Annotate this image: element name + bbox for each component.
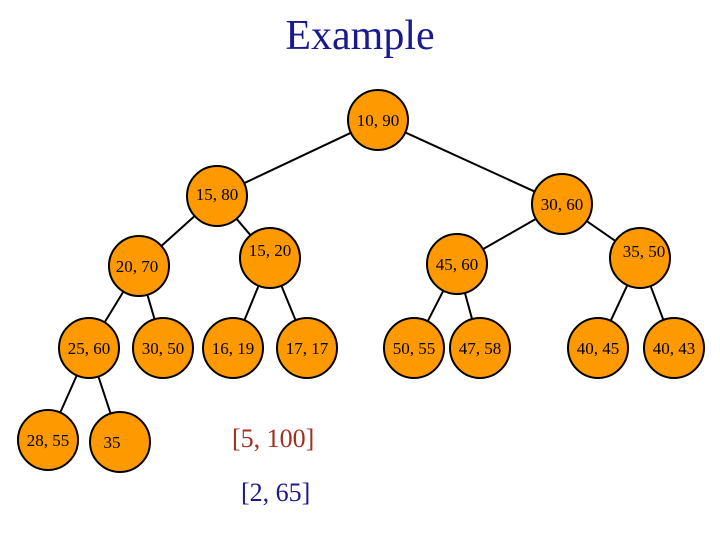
tree-node: 28, 55 — [17, 409, 79, 471]
tree-edge — [59, 374, 78, 414]
tree-edge — [280, 285, 297, 321]
tree-edge — [482, 218, 537, 250]
tree-node-label: 10, 90 — [357, 111, 400, 130]
query-range-1: [5, 100] — [232, 424, 315, 453]
tree-node-label: 28, 55 — [27, 431, 70, 450]
tree-node-label: 47, 58 — [459, 339, 502, 358]
tree-node: 20, 70 — [108, 235, 170, 297]
tree-edge — [235, 218, 252, 236]
tree-edge — [404, 131, 536, 193]
tree-node-circle — [58, 317, 120, 379]
tree-node-label: 20, 70 — [116, 257, 159, 276]
tree-node-label: 40, 43 — [653, 339, 696, 358]
tree-node-circle — [239, 227, 301, 289]
node-layer: 10, 90 15, 80 30, 60 20, 70 15, 20 45, 60 35, … — [17, 89, 705, 473]
tree-node-circle — [426, 233, 488, 295]
edge-layer — [59, 131, 665, 414]
tree-node: 35 — [89, 411, 151, 473]
tree-node: 16, 19 — [202, 317, 264, 379]
tree-node-circle — [449, 317, 511, 379]
tree-node: 40, 43 — [643, 317, 705, 379]
tree-node-circle — [609, 227, 671, 289]
tree-node-label: 45, 60 — [436, 255, 479, 274]
tree-edge — [426, 290, 445, 322]
tree-node: 30, 60 — [531, 173, 593, 235]
tree-edge — [243, 285, 260, 321]
tree-node-circle — [383, 317, 445, 379]
tree-edge — [97, 376, 112, 414]
tree-edge — [649, 285, 665, 321]
tree-node: 15, 20 — [239, 227, 301, 289]
tree-edge — [146, 294, 156, 320]
tree-edge — [586, 220, 616, 242]
tree-node-circle — [202, 317, 264, 379]
tree-node-circle — [531, 173, 593, 235]
tree-node: 17, 17 — [276, 317, 338, 379]
tree-node-circle — [108, 235, 170, 297]
query-range-2: [2, 65] — [241, 478, 311, 507]
tree-node-label: 25, 60 — [68, 339, 111, 358]
tree-node-label: 16, 19 — [212, 339, 255, 358]
tree-node: 40, 45 — [567, 317, 629, 379]
tree-node-label: 15, 20 — [249, 241, 292, 260]
tree-node-circle — [567, 317, 629, 379]
tree-node-circle — [276, 317, 338, 379]
tree-node: 10, 90 — [347, 89, 409, 151]
tree-node-label: 15, 80 — [196, 185, 239, 204]
tree-node-label: 17, 17 — [286, 339, 329, 358]
tree-node-label: 50, 55 — [393, 339, 436, 358]
tree-node-label: 30, 60 — [541, 195, 584, 214]
tree-edge — [160, 215, 196, 247]
tree-node-circle — [17, 409, 79, 471]
tree-node: 50, 55 — [383, 317, 445, 379]
tree-node: 25, 60 — [58, 317, 120, 379]
tree-node-circle — [347, 89, 409, 151]
tree-node-label: 40, 45 — [577, 339, 620, 358]
tree-node-circle — [89, 411, 151, 473]
tree-node: 15, 80 — [186, 165, 248, 227]
tree-edge — [243, 131, 352, 185]
tree-node: 45, 60 — [426, 233, 488, 295]
tree-node: 35, 50 — [609, 227, 671, 289]
tree-node-label: 30, 50 — [142, 339, 185, 358]
tree-node-label: 35 — [104, 433, 121, 452]
tree-node-circle — [132, 317, 194, 379]
tree-node: 47, 58 — [449, 317, 511, 379]
tree-node-label: 35, 50 — [623, 242, 666, 261]
tree-node: 30, 50 — [132, 317, 194, 379]
page-title: Example — [285, 13, 435, 59]
tree-edge — [609, 284, 629, 322]
tree-edge — [103, 291, 125, 323]
tree-edge — [463, 292, 474, 320]
tree-node-circle — [643, 317, 705, 379]
tree-node-circle — [186, 165, 248, 227]
